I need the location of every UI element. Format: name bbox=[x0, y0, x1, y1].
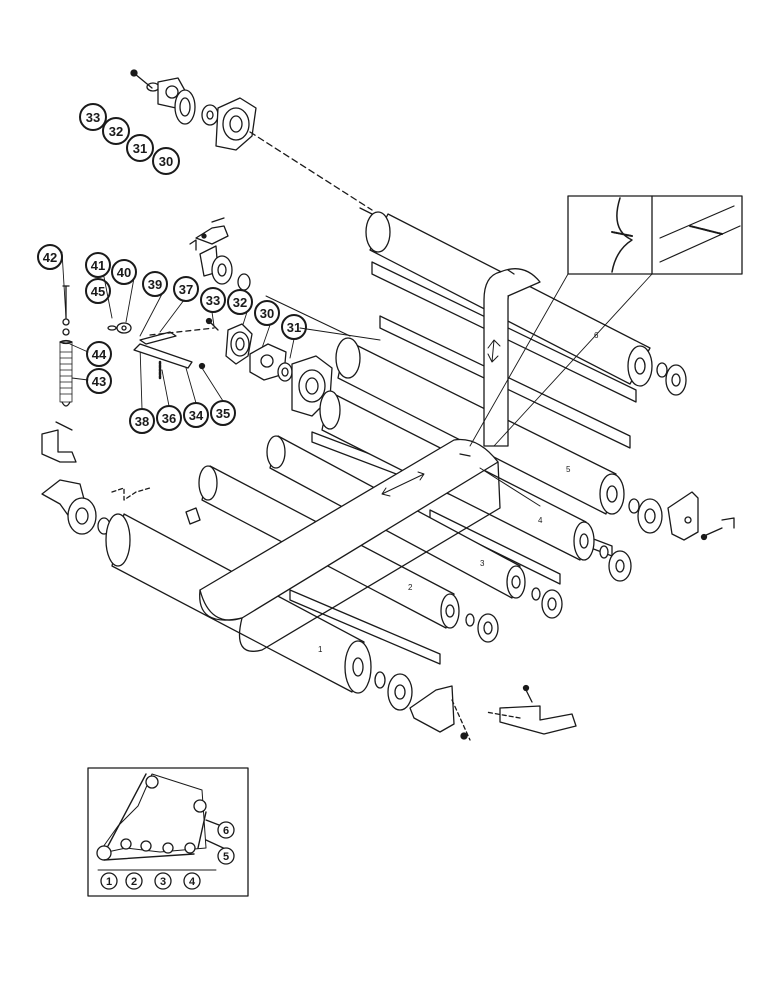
top-bearing-assembly bbox=[130, 69, 373, 211]
inset-label-3: 3 bbox=[154, 872, 172, 890]
roller-1: 1 bbox=[105, 513, 413, 711]
svg-text:30: 30 bbox=[159, 154, 173, 169]
callout-32-top: 32 bbox=[102, 117, 130, 145]
horizontal-belt bbox=[199, 438, 501, 652]
leader-lines bbox=[61, 251, 295, 410]
callout-bubbles: 33 32 31 30 42 41 45 40 39 37 33 32 30 3… bbox=[37, 103, 307, 434]
callout-40: 40 bbox=[111, 259, 137, 285]
svg-text:3: 3 bbox=[480, 559, 485, 568]
svg-text:33: 33 bbox=[86, 110, 100, 125]
callout-42: 42 bbox=[37, 244, 63, 270]
roller-5: 5 bbox=[335, 337, 663, 534]
svg-text:43: 43 bbox=[92, 374, 106, 389]
vertical-belt bbox=[483, 268, 541, 447]
right-side-brackets bbox=[409, 491, 735, 741]
support-rods bbox=[265, 295, 541, 507]
svg-text:31: 31 bbox=[133, 141, 147, 156]
callout-35: 35 bbox=[210, 400, 236, 426]
callout-30-top: 30 bbox=[152, 147, 180, 175]
svg-text:44: 44 bbox=[92, 347, 107, 362]
svg-text:1: 1 bbox=[318, 645, 323, 654]
callout-31-mid: 31 bbox=[281, 314, 307, 340]
callout-34: 34 bbox=[183, 402, 209, 428]
svg-text:6: 6 bbox=[594, 331, 599, 340]
svg-text:4: 4 bbox=[538, 516, 543, 525]
svg-text:39: 39 bbox=[148, 277, 162, 292]
roller-layout-inset: 1 2 3 4 5 6 bbox=[87, 767, 249, 897]
svg-text:2: 2 bbox=[408, 583, 413, 592]
svg-text:2: 2 bbox=[131, 876, 137, 888]
inset-label-4: 4 bbox=[183, 872, 201, 890]
svg-text:34: 34 bbox=[189, 408, 204, 423]
callout-39: 39 bbox=[142, 271, 168, 297]
callout-31-top: 31 bbox=[126, 134, 154, 162]
svg-text:41: 41 bbox=[91, 258, 105, 273]
svg-text:33: 33 bbox=[206, 293, 220, 308]
svg-text:32: 32 bbox=[233, 295, 247, 310]
callout-33-top: 33 bbox=[79, 103, 107, 131]
callout-36: 36 bbox=[156, 405, 182, 431]
inset-label-2: 2 bbox=[125, 872, 143, 890]
inset-label-5: 5 bbox=[217, 847, 235, 865]
svg-text:1: 1 bbox=[106, 876, 112, 888]
callout-32-mid: 32 bbox=[227, 289, 253, 315]
svg-text:5: 5 bbox=[566, 465, 571, 474]
callout-45: 45 bbox=[85, 278, 111, 304]
svg-text:38: 38 bbox=[135, 414, 149, 429]
callout-33-mid: 33 bbox=[200, 287, 226, 313]
callout-44: 44 bbox=[86, 341, 112, 367]
spring-tensioner-assembly bbox=[59, 285, 333, 417]
callout-37: 37 bbox=[173, 276, 199, 302]
callout-30-mid: 30 bbox=[254, 300, 280, 326]
svg-text:37: 37 bbox=[179, 282, 193, 297]
svg-text:30: 30 bbox=[260, 306, 274, 321]
svg-text:3: 3 bbox=[160, 876, 166, 888]
callout-43: 43 bbox=[86, 368, 112, 394]
roller-6: 6 bbox=[359, 207, 687, 396]
inset-label-1: 1 bbox=[100, 872, 118, 890]
svg-text:42: 42 bbox=[43, 250, 57, 265]
belt-splice-detail bbox=[469, 195, 743, 447]
svg-text:45: 45 bbox=[91, 284, 105, 299]
svg-text:31: 31 bbox=[287, 320, 301, 335]
svg-text:32: 32 bbox=[109, 124, 123, 139]
svg-text:35: 35 bbox=[216, 406, 230, 421]
svg-text:40: 40 bbox=[117, 265, 131, 280]
svg-text:6: 6 bbox=[223, 825, 229, 837]
svg-text:4: 4 bbox=[189, 876, 196, 888]
callout-41: 41 bbox=[85, 252, 111, 278]
callout-38: 38 bbox=[129, 408, 155, 434]
svg-text:36: 36 bbox=[162, 411, 176, 426]
inset-label-6: 6 bbox=[217, 821, 235, 839]
svg-text:5: 5 bbox=[223, 851, 229, 863]
